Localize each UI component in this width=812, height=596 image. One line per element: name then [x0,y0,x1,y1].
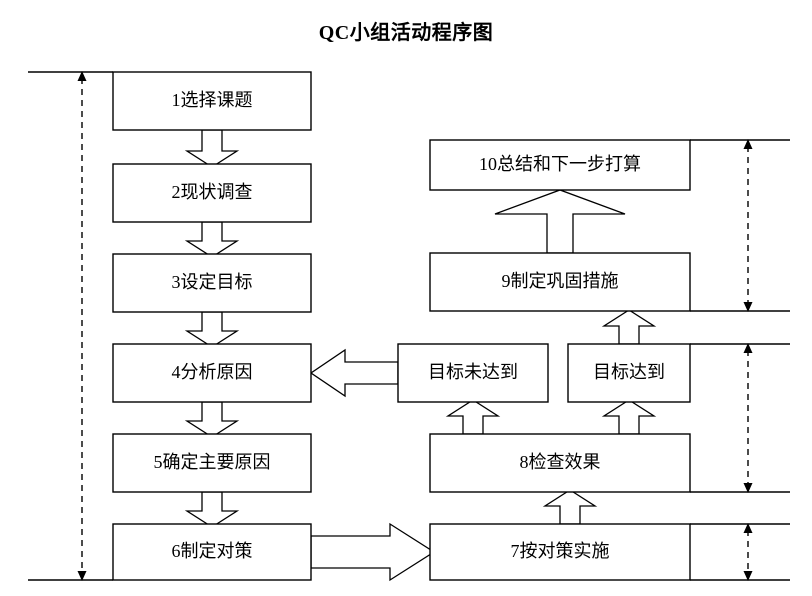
measure-arrow-up-right-1 [743,139,753,149]
flow-node-n9[interactable]: 9制定巩固措施 [429,252,691,312]
node-box-n3[interactable] [112,253,312,313]
flow-node-npass[interactable]: 目标达到 [567,343,691,403]
flow-node-n2[interactable]: 2现状调查 [112,163,312,223]
node-box-n5[interactable] [112,433,312,493]
arrow-n4-to-n5 [184,401,240,438]
node-box-n6[interactable] [112,523,312,581]
flow-node-n4[interactable]: 4分析原因 [112,343,312,403]
measure-arrow-up-right-3 [743,523,753,533]
arrow-nfail-to-n4 [309,348,399,398]
flow-node-n5[interactable]: 5确定主要原因 [112,433,312,493]
flow-node-n3[interactable]: 3设定目标 [112,253,312,313]
flow-node-n7[interactable]: 7按对策实施 [429,523,691,581]
arrow-npass-to-n9 [601,309,657,345]
measure-rules-left [28,71,113,581]
node-box-n7[interactable] [429,523,691,581]
node-box-n9[interactable] [429,252,691,312]
measure-arrow-down-right-3 [743,571,753,581]
arrow-n8-to-nfail [445,399,501,435]
node-box-n2[interactable] [112,163,312,223]
node-label-n9: 9制定巩固措施 [502,271,619,291]
flow-node-n1[interactable]: 1选择课题 [112,71,312,131]
node-label-n2: 2现状调查 [172,182,253,202]
measure-arrow-down-left [77,571,87,581]
arrow-n6-to-n7 [310,522,436,582]
node-label-n3: 3设定目标 [172,272,253,292]
arrow-n5-to-n6 [184,491,240,528]
flow-node-n8[interactable]: 8检查效果 [429,433,691,493]
flow-node-nfail[interactable]: 目标未达到 [397,343,549,403]
node-label-n5: 5确定主要原因 [154,452,271,472]
node-label-n10: 10总结和下一步打算 [479,154,641,174]
measure-arrow-down-right-1 [743,302,753,312]
connectors [184,129,657,582]
arrow-n7-to-n8 [542,489,598,525]
node-label-n8: 8检查效果 [520,452,601,472]
node-box-nfail[interactable] [397,343,549,403]
arrow-n2-to-n3 [184,221,240,258]
measure-rules-right [690,139,790,581]
page-title: QC小组活动程序图 [318,22,494,44]
node-box-n1[interactable] [112,71,312,131]
arrow-n8-to-npass [601,399,657,435]
node-box-npass[interactable] [567,343,691,403]
node-box-n4[interactable] [112,343,312,403]
flow-node-n6[interactable]: 6制定对策 [112,523,312,581]
node-label-n1: 1选择课题 [172,90,253,110]
node-box-n10[interactable] [429,139,691,191]
arrow-n9-to-n10 [494,189,626,254]
node-label-n6: 6制定对策 [172,541,253,561]
node-label-n7: 7按对策实施 [511,541,610,561]
arrow-n3-to-n4 [184,311,240,348]
arrow-n1-to-n2 [184,129,240,168]
node-label-npass: 目标达到 [593,362,665,382]
measure-arrow-up-left [77,71,87,81]
node-layer: 1选择课题 2现状调查 3设定目标 4分析原因 5确定主要原因 6制定对策 7按对策实施 8检… [112,71,691,581]
measure-arrow-up-right-2 [743,343,753,353]
measure-arrow-down-right-2 [743,483,753,493]
node-label-nfail: 目标未达到 [428,362,518,382]
node-box-n8[interactable] [429,433,691,493]
node-label-n4: 4分析原因 [172,362,253,382]
flow-node-n10[interactable]: 10总结和下一步打算 [429,139,691,191]
